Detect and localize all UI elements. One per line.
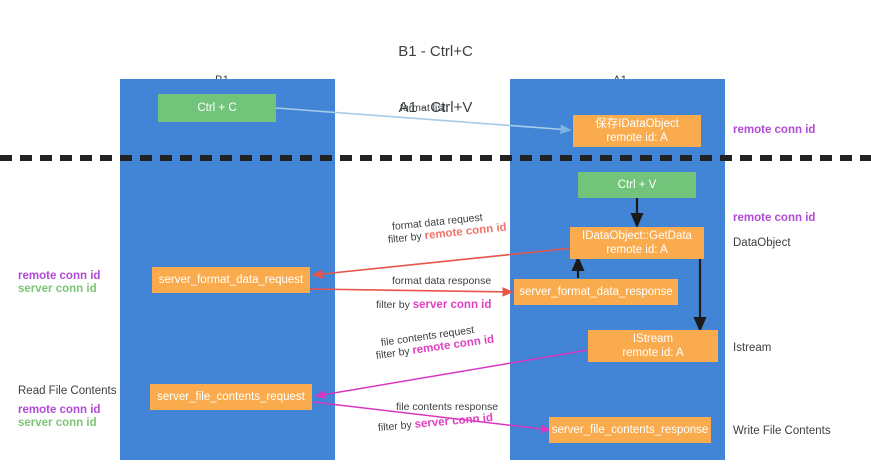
- annotation-right-remote-conn-id-top: remote conn id: [733, 124, 816, 136]
- box-idataobject-getdata[interactable]: IDataObject::GetData remote id: A: [570, 227, 704, 259]
- box-server-file-contents-request-label: server_file_contents_request: [157, 390, 305, 403]
- box-server-format-data-request-label: server_format_data_request: [158, 273, 304, 286]
- arrow-format-data-response: [309, 287, 514, 297]
- box-ctrl-v[interactable]: Ctrl + V: [578, 172, 696, 198]
- box-server-file-contents-request[interactable]: server_file_contents_request: [150, 384, 312, 410]
- title-line-1: B1 - Ctrl+C: [398, 43, 473, 61]
- filter-prefix-1: filter by: [387, 230, 426, 246]
- box-ctrl-c[interactable]: Ctrl + C: [158, 94, 276, 122]
- annotation-right-write-file-contents: Write File Contents: [733, 425, 831, 437]
- box-ctrl-c-label: Ctrl + C: [197, 101, 237, 114]
- filter-key-server-conn-id-1: server conn id: [412, 299, 492, 311]
- edge-label-file-contents-response: file contents response: [396, 401, 499, 413]
- box-server-file-contents-response-label: server_file_contents_response: [551, 423, 709, 436]
- annotation-left-read-file-contents: Read File Contents: [18, 385, 117, 397]
- annotation-left-remote-conn-id-mid: remote conn id: [18, 270, 101, 282]
- box-server-format-data-request[interactable]: server_format_data_request: [152, 267, 310, 293]
- filter-prefix-2: filter by: [376, 299, 413, 311]
- box-getdata-line2: remote id: A: [606, 244, 668, 256]
- box-save-idataobject[interactable]: 保存IDataObject remote id: A: [573, 115, 701, 147]
- filter-prefix-4: filter by: [377, 418, 416, 434]
- box-server-format-data-response[interactable]: server_format_data_response: [514, 279, 678, 305]
- filter-key-server-conn-id-2: server conn id: [414, 411, 494, 431]
- annotation-left-server-conn-id-mid: server conn id: [18, 283, 97, 295]
- annotation-right-dataobject: DataObject: [733, 237, 791, 249]
- box-save-idataobject-line1: 保存IDataObject: [595, 117, 679, 130]
- annotation-left-server-conn-id-bot: server conn id: [18, 417, 97, 429]
- annotation-right-remote-conn-id-mid: remote conn id: [733, 212, 816, 224]
- box-getdata-line1: IDataObject::GetData: [582, 229, 692, 242]
- annotation-left-remote-conn-id-bot: remote conn id: [18, 404, 101, 416]
- box-ctrl-v-label: Ctrl + V: [617, 178, 657, 191]
- box-save-idataobject-line2: remote id: A: [606, 132, 668, 144]
- box-server-format-data-response-label: server_format_data_response: [519, 285, 673, 298]
- edge-label-format-data-response-filter: filter by server conn id: [376, 299, 491, 311]
- box-server-file-contents-response[interactable]: server_file_contents_response: [549, 417, 711, 443]
- box-istream[interactable]: IStream remote id: A: [588, 330, 718, 362]
- edge-label-format-data-response: format data response: [392, 275, 492, 287]
- edge-label-file-contents-response-filter: filter by server conn id: [377, 412, 493, 434]
- edge-label-format-list: format list: [400, 102, 446, 114]
- box-istream-line2: remote id: A: [622, 347, 684, 359]
- annotation-right-istream: Istream: [733, 342, 772, 354]
- box-istream-line1: IStream: [632, 332, 674, 345]
- phase-divider: [0, 155, 871, 161]
